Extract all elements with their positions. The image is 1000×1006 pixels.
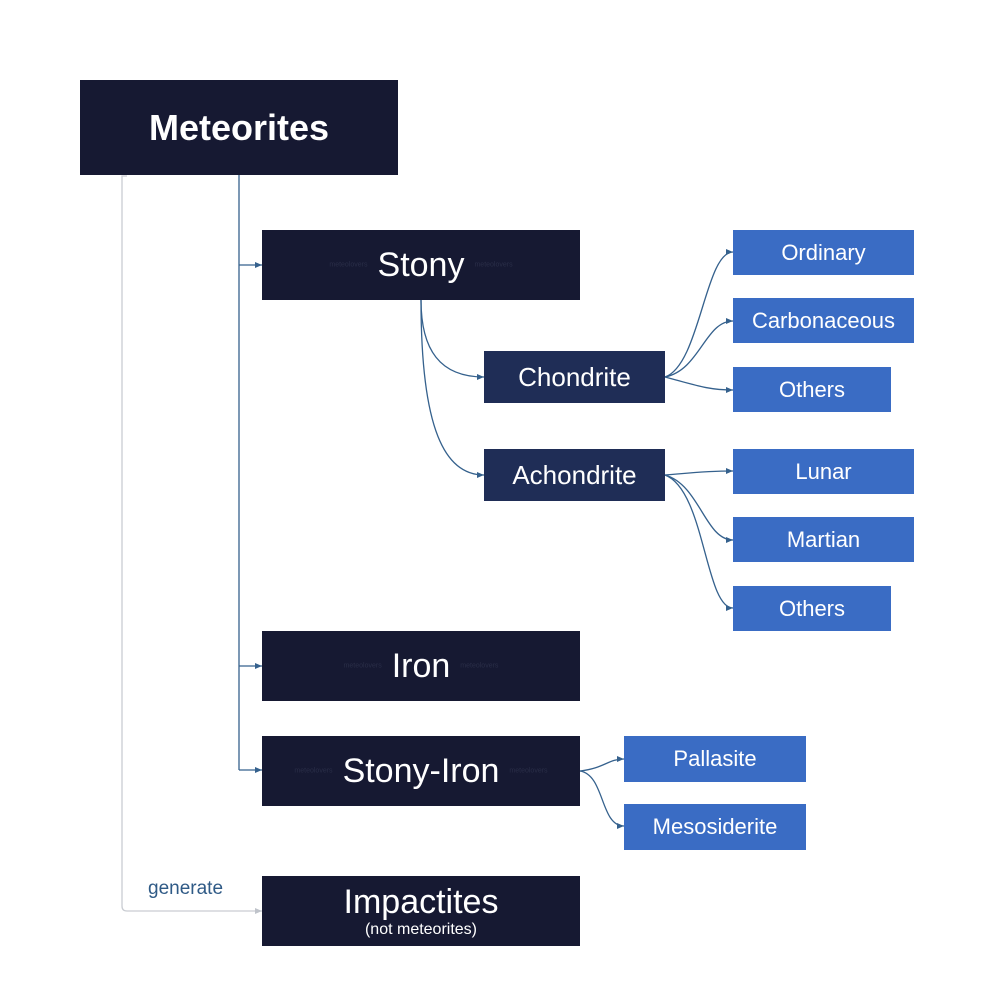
- node-chondrite-others: Others: [733, 367, 891, 412]
- connector-chondrite-ordinary: [664, 249, 734, 378]
- node-lunar: Lunar: [733, 449, 914, 494]
- node-impactites-label: Impactites: [343, 883, 499, 922]
- node-achondrite: Achondrite: [484, 449, 665, 501]
- connector-meteorites-impactites: [121, 175, 262, 914]
- node-meteorites: Meteorites: [80, 80, 398, 175]
- node-impactites: Impactites (not meteorites): [262, 876, 580, 946]
- edge-label-generate: generate: [148, 878, 224, 899]
- node-stony-iron-label-wrap: meteolovers Stony-Iron meteolovers: [294, 751, 547, 791]
- node-lunar-label: Lunar: [795, 458, 852, 484]
- node-ordinary: Ordinary: [733, 230, 914, 275]
- watermark-text: meteolovers: [509, 767, 548, 775]
- connector-chondrite-others: [664, 376, 734, 393]
- node-carbonaceous-label: Carbonaceous: [751, 307, 896, 333]
- connector-stony-iron-mesosiderite: [579, 770, 625, 829]
- node-iron-label-wrap: meteolovers Iron meteolovers: [344, 646, 499, 686]
- node-stony-iron: meteolovers Stony-Iron meteolovers: [262, 736, 580, 806]
- node-iron: meteolovers Iron meteolovers: [262, 631, 580, 701]
- node-meteorites-label: Meteorites: [148, 106, 330, 148]
- node-chondrite-others-label: Others: [778, 376, 846, 402]
- watermark-text: meteolovers: [294, 767, 333, 775]
- connector-stony-iron-pallasite: [579, 756, 625, 772]
- connector-achondrite-others: [664, 474, 734, 611]
- node-chondrite: Chondrite: [484, 351, 665, 403]
- watermark-text: meteolovers: [474, 261, 513, 269]
- watermark-text: meteolovers: [343, 662, 382, 670]
- node-mesosiderite-label: Mesosiderite: [652, 814, 778, 839]
- node-impactites-sublabel: (not meteorites): [364, 921, 478, 939]
- node-stony-iron-label: Stony-Iron: [342, 751, 500, 790]
- node-achondrite-others-label: Others: [778, 595, 846, 621]
- node-pallasite: Pallasite: [624, 736, 806, 782]
- node-achondrite-label: Achondrite: [512, 459, 637, 490]
- node-carbonaceous: Carbonaceous: [733, 298, 914, 343]
- connector-stony-achondrite: [420, 299, 485, 478]
- node-chondrite-label: Chondrite: [518, 361, 631, 392]
- connector-stony-chondrite: [420, 299, 485, 380]
- connector-chondrite-carbonaceous: [664, 318, 734, 378]
- node-stony-label: Stony: [377, 245, 465, 284]
- connector-achondrite-lunar: [664, 468, 734, 476]
- connector-achondrite-martian: [664, 474, 734, 543]
- node-mesosiderite: Mesosiderite: [624, 804, 806, 850]
- watermark-text: meteolovers: [460, 662, 499, 670]
- node-pallasite-label: Pallasite: [673, 746, 757, 771]
- node-stony-label-wrap: meteolovers Stony meteolovers: [329, 245, 512, 285]
- watermark-text: meteolovers: [329, 261, 368, 269]
- node-martian-label: Martian: [786, 526, 861, 552]
- node-stony: meteolovers Stony meteolovers: [262, 230, 580, 300]
- node-achondrite-others: Others: [733, 586, 891, 631]
- node-iron-label: Iron: [391, 646, 451, 685]
- node-martian: Martian: [733, 517, 914, 562]
- node-ordinary-label: Ordinary: [781, 239, 866, 265]
